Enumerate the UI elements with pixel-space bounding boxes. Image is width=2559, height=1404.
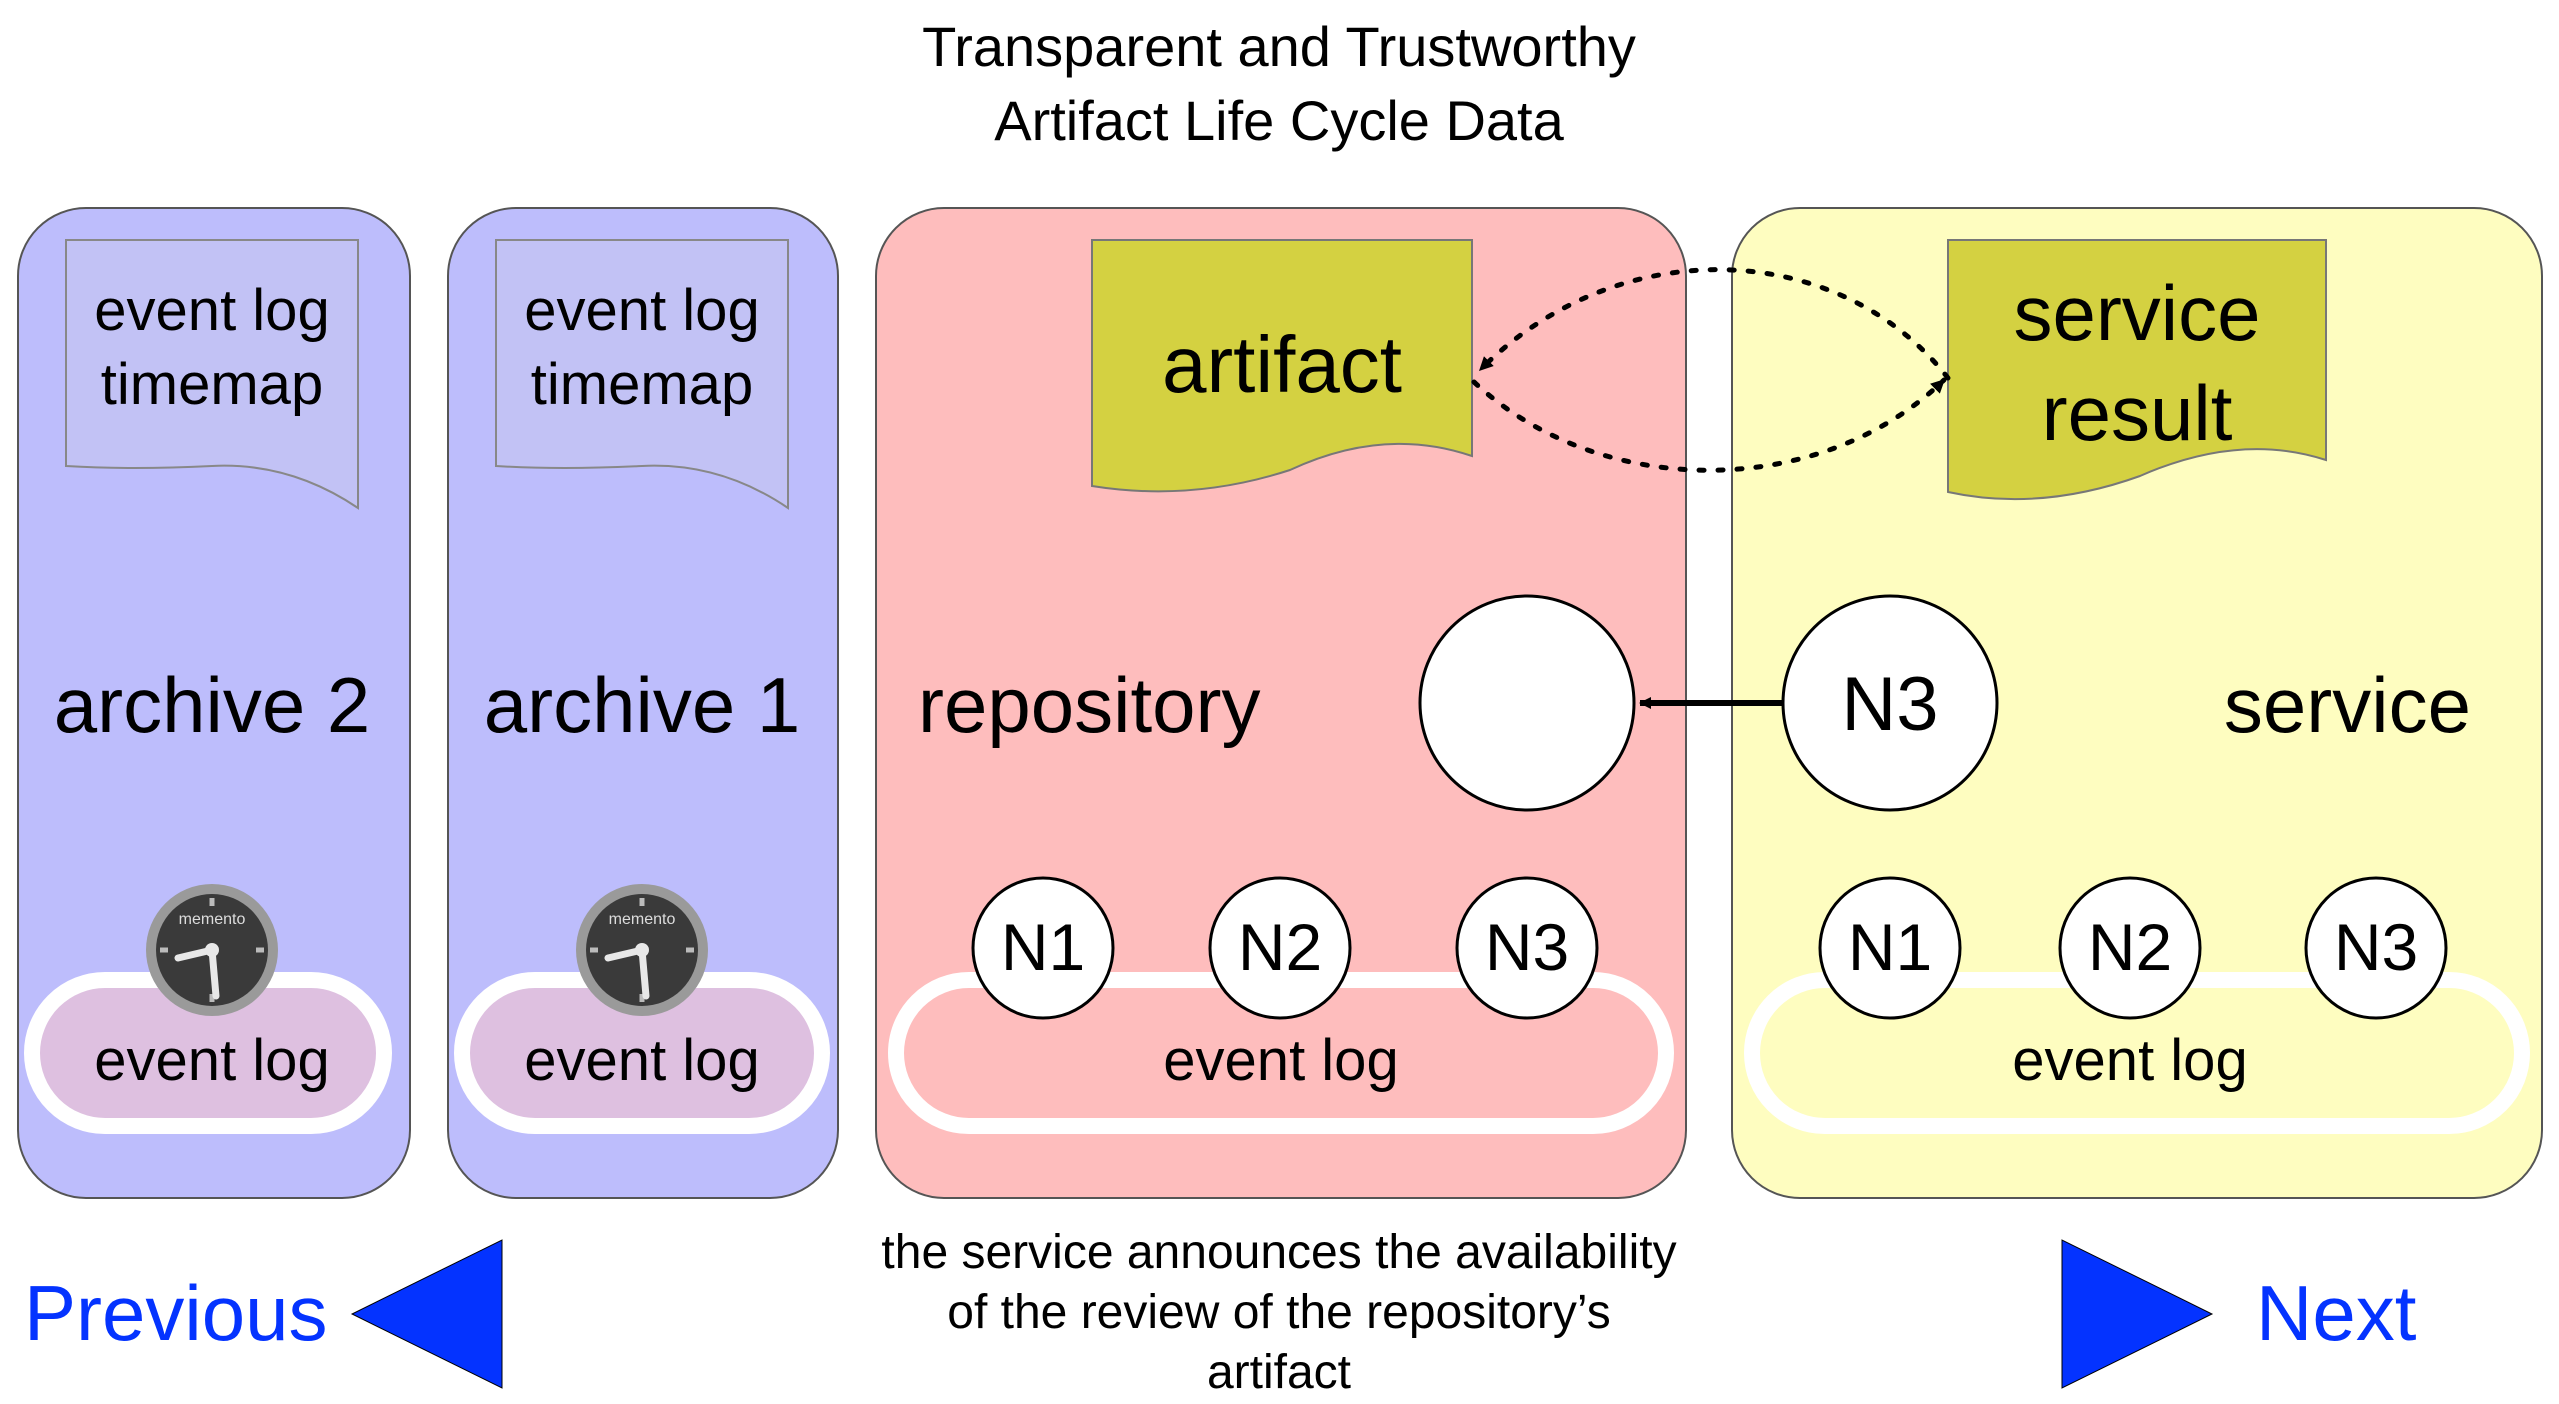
svg-text:N1: N1 <box>1001 910 1085 984</box>
repository-event-log-label: event log <box>1163 1028 1398 1093</box>
archive-2-panel: event log timemap archive 2 event log me… <box>17 207 411 1199</box>
archive-1-doc-line2: timemap <box>531 352 753 417</box>
svg-text:N3: N3 <box>1841 662 1938 747</box>
repository-node-n1: N1 <box>971 876 1115 1020</box>
archive-2-timemap-document <box>65 239 359 510</box>
service-node-n2: N2 <box>2058 876 2202 1020</box>
dotted-link-to-service-result <box>1471 377 1947 473</box>
service-node-n1: N1 <box>1818 876 1962 1020</box>
archive-2-event-log-label: event log <box>94 1028 329 1093</box>
diagram-title-line1: Transparent and Trustworthy <box>922 15 1636 78</box>
memento-clock-icon: memento <box>146 884 278 1016</box>
svg-text:N2: N2 <box>1238 910 1322 984</box>
archive-1-panel: event log timemap archive 1 event log me… <box>447 207 839 1199</box>
archive-1-label: archive 1 <box>484 661 801 749</box>
next-arrow-icon[interactable] <box>2061 1239 2214 1389</box>
artifact-document-label: artifact <box>1162 320 1402 409</box>
svg-text:N3: N3 <box>2334 910 2418 984</box>
repository-label: repository <box>918 661 1260 749</box>
diagram-title-line2: Artifact Life Cycle Data <box>994 89 1564 152</box>
svg-text:N1: N1 <box>1848 910 1932 984</box>
previous-arrow-icon[interactable] <box>350 1239 503 1389</box>
archive-2-doc-line2: timemap <box>101 352 323 417</box>
archive-1-event-log-label: event log <box>524 1028 759 1093</box>
caption-line1: the service announces the availability <box>881 1226 1676 1279</box>
repository-node-n2: N2 <box>1208 876 1352 1020</box>
artifact-document <box>1091 239 1473 493</box>
caption-line3: artifact <box>1207 1346 1351 1399</box>
svg-text:N2: N2 <box>2088 910 2172 984</box>
memento-clock-label: memento <box>609 911 676 928</box>
service-node-n3: N3 <box>2304 876 2448 1020</box>
archive-1-doc-line1: event log <box>524 278 759 343</box>
service-result-line2: result <box>2042 369 2233 457</box>
service-label: service <box>2224 661 2471 749</box>
next-button[interactable]: Next <box>2061 1239 2417 1389</box>
archive-2-doc-line1: event log <box>94 278 329 343</box>
repository-node-n3: N3 <box>1455 876 1599 1020</box>
service-sender-node: N3 <box>1781 594 1999 812</box>
caption-line2: of the review of the repository’s <box>947 1286 1610 1339</box>
memento-clock-icon: memento <box>576 884 708 1016</box>
repository-inbox-node <box>1418 594 1636 812</box>
svg-text:N3: N3 <box>1485 910 1569 984</box>
previous-button[interactable]: Previous <box>24 1239 503 1389</box>
archive-2-label: archive 2 <box>54 661 371 749</box>
archive-1-timemap-document <box>495 239 789 510</box>
next-label[interactable]: Next <box>2256 1269 2417 1357</box>
service-panel: service result N3 service event log N1 N… <box>1731 207 2543 1199</box>
service-result-line1: service <box>2013 269 2260 357</box>
repository-panel: artifact repository event log N1 N2 N3 <box>875 207 1687 1199</box>
service-event-log-label: event log <box>2012 1028 2247 1093</box>
service-result-document <box>1947 239 2327 501</box>
memento-clock-label: memento <box>179 911 246 928</box>
previous-label[interactable]: Previous <box>24 1269 327 1357</box>
